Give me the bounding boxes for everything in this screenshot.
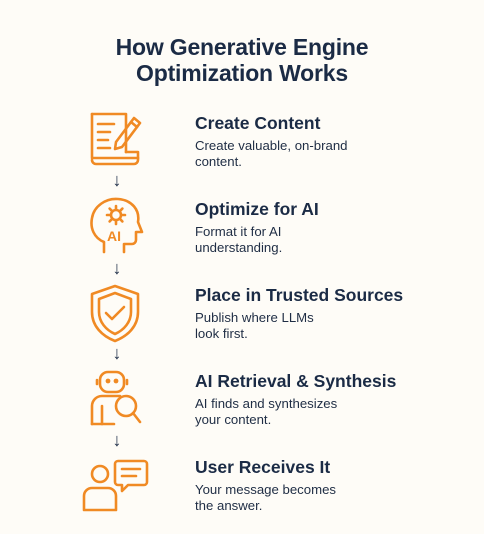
svg-text:AI: AI [107,228,121,244]
document-pen-icon [80,108,150,170]
flow-arrow-4: ↓ [112,430,122,450]
user-chat-icon [80,456,150,518]
title-line-2: Optimization Works [136,60,348,86]
step-title-place-in-trusted-sources: Place in Trusted Sources [195,285,404,305]
flow-arrow-1: ↓ [112,170,122,190]
step-title-ai-retrieval-synthesis: AI Retrieval & Synthesis [195,371,397,391]
step-desc-place-in-trusted-sources: Publish where LLMs look first. [195,310,314,341]
step-desc-create-content: Create valuable, on-brand content. [195,138,348,169]
robot-magnifier-icon [80,366,150,428]
step-desc-ai-retrieval-synthesis: AI finds and synthesizes your content. [195,396,338,427]
step-desc-user-receives-it: Your message becomes the answer. [195,482,336,513]
step-title-optimize-for-ai: Optimize for AI [195,199,319,219]
flow-arrow-2: ↓ [112,258,122,278]
flow-arrow-3: ↓ [112,343,122,363]
head-gear-ai-icon: AI [80,194,150,256]
page-title: How Generative Engine Optimization Works [0,34,484,86]
title-line-1: How Generative Engine [115,34,369,60]
step-desc-optimize-for-ai: Format it for AI understanding. [195,224,283,255]
step-title-user-receives-it: User Receives It [195,457,331,477]
step-title-create-content: Create Content [195,113,321,133]
shield-check-icon [80,282,150,344]
